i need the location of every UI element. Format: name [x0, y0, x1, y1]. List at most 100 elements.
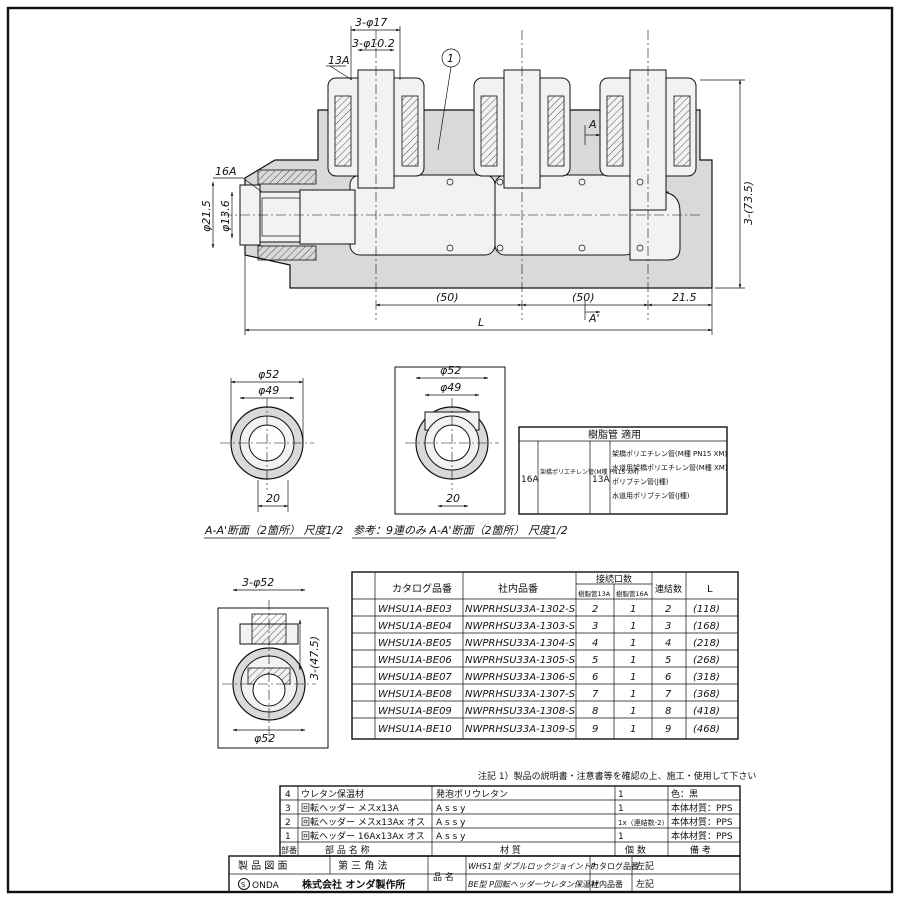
row-cell: WHSU1A-BE07: [378, 672, 452, 683]
label-13a: 13A: [328, 54, 350, 67]
row-cell: WHSU1A-BE04: [378, 621, 452, 632]
dim-3-73-5: 3-(73.5): [742, 181, 755, 225]
note-text: 注記 1）製品の説明書・注意書等を確認の上、施工・使用して下さい: [478, 770, 756, 782]
pipe-compat-table: 樹脂管 適用 16A 架橋ポリエチレン管(M種 PN15 XM) 13A 架橋ポ…: [518, 426, 728, 515]
pipe-table-16a-pipe: 架橋ポリエチレン管(M種 PN15 XM): [540, 468, 639, 476]
title-projection: 第 三 角 法: [338, 859, 388, 872]
pipe-13a-1: 架橋ポリエチレン管(M種 PN15 XM): [612, 449, 727, 458]
part-remark: 本体材質：PPS: [671, 802, 733, 814]
part-qty: 1: [618, 804, 624, 814]
title-block: 製 品 図 面 第 三 角 法 品 名 WHS1型 ダブルロックジョイントP B…: [228, 855, 741, 893]
part-qty: 1: [618, 790, 624, 800]
pipe-table-16a: 16A: [521, 475, 539, 485]
parts-row: 1 回転ヘッダー 16Ax13Ax オス A s s y 1 本体材質：PPS: [285, 830, 733, 842]
row-cell: 1: [630, 672, 636, 683]
row-cell: NWPRHSU33A-1305-S: [465, 655, 576, 666]
title-internal-value: 左記: [636, 878, 654, 890]
row-cell: 1: [630, 638, 636, 649]
part-name: 回転ヘッダー メスx13Ax オス: [301, 816, 425, 828]
row-cell: WHSU1A-BE03: [378, 604, 452, 615]
parts-row: 4 ウレタン保温材 発泡ポリウレタン 1 色：黒: [285, 788, 698, 800]
parts-header-name: 部 品 名 称: [325, 844, 370, 856]
row-cell: WHSU1A-BE09: [378, 706, 452, 717]
part-qty: 1: [618, 832, 624, 842]
pipe-13a-4: 水道用ポリブテン管(J種): [612, 491, 690, 500]
title-product-2: BE型 P回転ヘッダーウレタン保温材: [468, 880, 599, 889]
row-cell: WHSU1A-BE05: [378, 638, 452, 649]
row-cell: 3: [592, 621, 598, 632]
row-cell: WHSU1A-BE10: [378, 724, 452, 735]
row-cell: NWPRHSU33A-1303-S: [465, 621, 576, 632]
row-cell: 3: [665, 621, 671, 632]
dim-phi21-5: φ21.5: [200, 200, 213, 232]
title-company: 株式会社 オンダ製作所: [302, 878, 405, 891]
part-no: 1: [285, 832, 291, 842]
section-left-caption: A-A'断面（2箇所） 尺度1/2: [204, 524, 343, 537]
part-material: A s s y: [436, 804, 466, 814]
section-left: φ52 φ49 20 A-A'断面（2箇所） 尺度1/2: [204, 368, 343, 539]
part-no: 3: [285, 804, 291, 814]
title-product-label: 品 名: [433, 871, 454, 883]
row-cell: 7: [665, 689, 672, 700]
dim-3-phi10-2: 3-φ10.2: [352, 37, 395, 50]
row-cell: 4: [592, 638, 598, 649]
col-catalog: カタログ品番: [392, 582, 452, 595]
onda-logo-mark: S: [241, 881, 246, 889]
row-cell: 6: [592, 672, 598, 683]
title-product-1: WHS1型 ダブルロックジョイントP: [468, 862, 596, 871]
row-cell: 1: [630, 621, 636, 632]
parts-header-no: 部番: [281, 845, 297, 855]
title-catalog-value: 左記: [636, 860, 654, 872]
balloon-1: 1: [447, 52, 454, 65]
row-cell: (118): [693, 604, 720, 615]
row-cell: (168): [693, 621, 720, 632]
table-row: WHSU1A-BE07 NWPRHSU33A-1306-S 6 1 6 (318…: [378, 672, 720, 683]
dim-3-phi17: 3-φ17: [355, 16, 387, 29]
row-cell: 1: [630, 706, 636, 717]
part-material: A s s y: [436, 818, 466, 828]
row-cell: NWPRHSU33A-1309-S: [465, 724, 576, 735]
row-cell: NWPRHSU33A-1307-S: [465, 689, 576, 700]
table-row: WHSU1A-BE08 NWPRHSU33A-1307-S 7 1 7 (368…: [378, 689, 720, 700]
section-left-20: 20: [266, 492, 280, 505]
end-view-phi52: φ52: [254, 732, 275, 745]
col-internal: 社内品番: [498, 582, 538, 595]
row-cell: (418): [693, 706, 720, 717]
pipe-table-title: 樹脂管 適用: [588, 428, 641, 441]
section-right-20: 20: [446, 492, 460, 505]
part-name: ウレタン保温材: [301, 788, 364, 800]
main-view-dimensions: 3-φ17 3-φ10.2 13A 1 A A' 16A φ21.5 φ13.6…: [200, 16, 755, 335]
dim-L: L: [478, 316, 484, 329]
row-cell: 8: [592, 706, 598, 717]
row-cell: NWPRHSU33A-1308-S: [465, 706, 576, 717]
parts-header-remark: 備 考: [690, 844, 711, 856]
parts-header-qty: 個 数: [625, 844, 646, 856]
part-remark: 色：黒: [671, 788, 698, 800]
section-right-phi52: φ52: [440, 364, 461, 377]
inlet-16a: [257, 169, 317, 185]
dim-50-b: (50): [572, 291, 595, 304]
row-cell: (468): [693, 724, 720, 735]
title-drawing: 製 品 図 面: [238, 859, 288, 872]
section-left-phi49: φ49: [258, 384, 279, 397]
col-length: L: [707, 584, 713, 595]
col-port-13a: 樹脂管13A: [578, 589, 611, 598]
row-cell: 9: [592, 724, 598, 735]
table-row: WHSU1A-BE09 NWPRHSU33A-1308-S 8 1 8 (418…: [378, 706, 720, 717]
row-cell: 1: [630, 604, 636, 615]
part-name: 回転ヘッダー メスx13A: [301, 802, 400, 814]
part-name: 回転ヘッダー 16Ax13Ax オス: [301, 830, 425, 842]
row-cell: 9: [665, 724, 671, 735]
section-right: φ52 φ49 20 参考：9連のみ A-A'断面（2箇所） 尺度1/2: [352, 364, 568, 539]
row-cell: (368): [693, 689, 720, 700]
pipe-table-13a: 13A: [592, 475, 610, 485]
table-row: WHSU1A-BE05 NWPRHSU33A-1304-S 4 1 4 (218…: [378, 638, 720, 649]
row-cell: WHSU1A-BE08: [378, 689, 452, 700]
outlet-1: [327, 30, 425, 320]
dim-21-5: 21.5: [672, 291, 697, 304]
parts-header: 部番 部 品 名 称 材 質 個 数 備 考: [281, 844, 711, 856]
pipe-13a-3: ポリブテン管(J種): [612, 477, 669, 486]
parts-header-material: 材 質: [500, 844, 521, 856]
section-left-phi52: φ52: [258, 368, 279, 381]
